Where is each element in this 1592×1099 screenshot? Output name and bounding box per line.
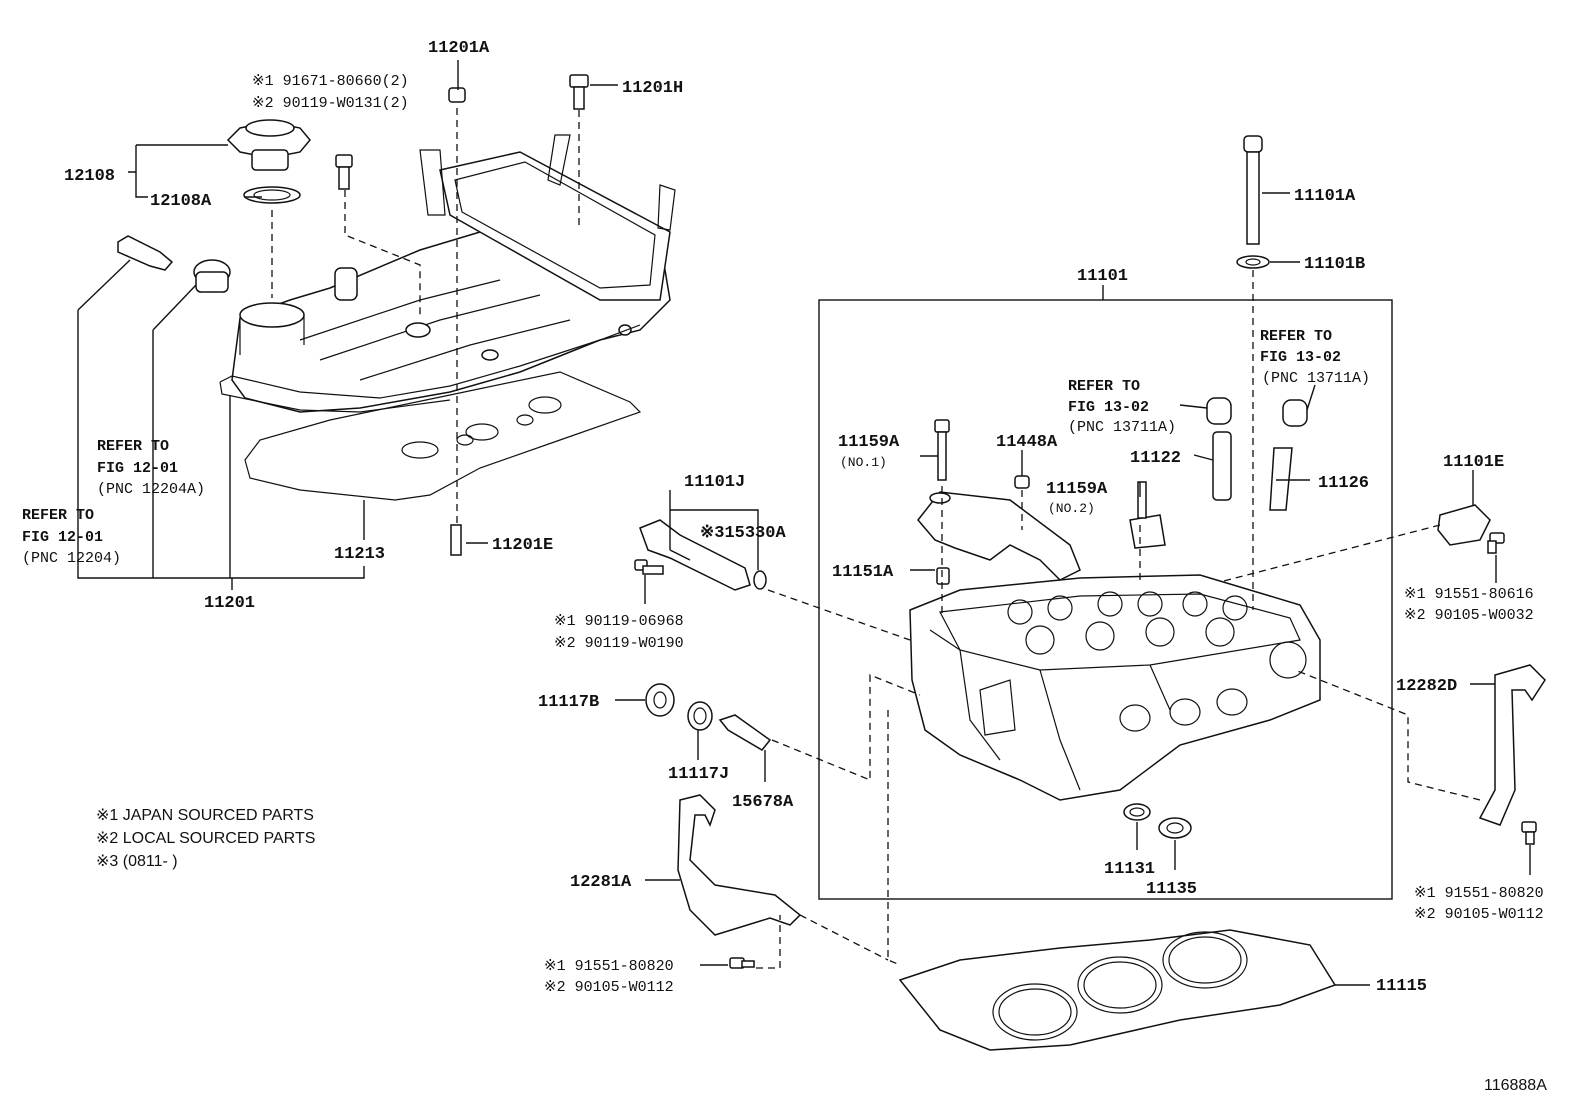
- label-11115: 11115: [1376, 977, 1427, 996]
- ref-d-line1: REFER TO: [1260, 328, 1332, 345]
- label-15678A: 15678A: [732, 793, 794, 812]
- label-12108: 12108: [64, 167, 115, 186]
- label-11159A-no1: 11159A: [838, 433, 900, 452]
- note-japan-sourced: ※1 JAPAN SOURCED PARTS: [96, 807, 314, 824]
- ref-c-line1: REFER TO: [1068, 378, 1140, 395]
- ref-a-line3: (PNC 12204A): [97, 481, 205, 498]
- plug-union-drawing: [645, 683, 772, 751]
- label-11101: 11101: [1077, 267, 1128, 286]
- label-11201A: 11201A: [428, 39, 490, 58]
- ref-b-line3: (PNC 12204): [22, 550, 121, 567]
- note-date-range: ※3 (0811- ): [96, 853, 178, 870]
- head-bolt-drawing: [1236, 135, 1270, 269]
- label-11126: 11126: [1318, 474, 1369, 493]
- pcv-valve-drawing: [117, 235, 231, 293]
- oil-control-valve-drawing: [634, 519, 767, 591]
- label-90105-W0032: ※2 90105-W0032: [1404, 607, 1534, 624]
- valve-guides-drawing: [1206, 397, 1308, 511]
- label-no1: (NO.1): [840, 455, 887, 470]
- label-11213: 11213: [334, 545, 385, 564]
- label-90119-W0131: ※2 90119-W0131(2): [252, 95, 409, 112]
- label-11101A: 11101A: [1294, 187, 1356, 206]
- label-11101B: 11101B: [1304, 255, 1365, 274]
- seals-drawing: [1123, 803, 1192, 839]
- ref-b-line2: FIG 12-01: [22, 529, 103, 546]
- label-11159A-no2: 11159A: [1046, 480, 1108, 499]
- dashed-lines: [271, 108, 1481, 969]
- label-11201E: 11201E: [492, 536, 553, 555]
- ref-a-line1: REFER TO: [97, 438, 169, 455]
- head-gasket-drawing: [898, 929, 1337, 1051]
- label-11117B: 11117B: [538, 693, 599, 712]
- label-91551-80616: ※1 91551-80616: [1404, 586, 1534, 603]
- label-11101J: 11101J: [684, 473, 745, 492]
- label-90105-W0112-right: ※2 90105-W0112: [1414, 906, 1544, 923]
- label-90119-06968: ※1 90119-06968: [554, 613, 684, 630]
- label-11448A: 11448A: [996, 433, 1058, 452]
- figure-id: 116888A: [1484, 1077, 1547, 1094]
- label-15330A: ※315330A: [700, 524, 786, 543]
- part-labels: 11201A ※1 91671-80660(2) ※2 90119-W0131(…: [22, 39, 1547, 1094]
- label-11101E: 11101E: [1443, 453, 1504, 472]
- valve-cover-gasket-drawing: [244, 371, 642, 501]
- label-no2: (NO.2): [1048, 501, 1095, 516]
- ref-a-line2: FIG 12-01: [97, 460, 178, 477]
- note-local-sourced: ※2 LOCAL SOURCED PARTS: [96, 830, 315, 847]
- oil-filler-cap-drawing: [226, 119, 311, 204]
- ref-c-line3: (PNC 13711A): [1068, 419, 1176, 436]
- label-12282D: 12282D: [1396, 677, 1457, 696]
- label-12281A: 12281A: [570, 873, 632, 892]
- ref-b-line1: REFER TO: [22, 507, 94, 524]
- ref-c-line2: FIG 13-02: [1068, 399, 1149, 416]
- engine-hanger-right-drawing: [1478, 664, 1546, 845]
- label-91551-80820-bottom: ※1 91551-80820: [544, 958, 674, 975]
- valve-cover-drawing: [219, 134, 676, 413]
- label-91671-80660: ※1 91671-80660(2): [252, 73, 409, 90]
- cover-bolts-drawing: [335, 74, 589, 556]
- label-90105-W0112-bottom: ※2 90105-W0112: [544, 979, 674, 996]
- label-11201H: 11201H: [622, 79, 683, 98]
- ref-d-line3: (PNC 13711A): [1262, 370, 1370, 387]
- ref-d-line2: FIG 13-02: [1260, 349, 1341, 366]
- bearing-caps-drawing: [917, 419, 1166, 585]
- label-11122: 11122: [1130, 449, 1181, 468]
- label-91551-80820-right: ※1 91551-80820: [1414, 885, 1544, 902]
- label-11135: 11135: [1146, 880, 1197, 899]
- label-11201: 11201: [204, 594, 255, 613]
- sensor-drawing: [1437, 504, 1505, 554]
- label-12108A: 12108A: [150, 192, 212, 211]
- engine-hanger-left-drawing: [677, 794, 802, 969]
- label-11131: 11131: [1104, 860, 1155, 879]
- leader-lines: [77, 60, 1531, 986]
- cylinder-head-drawing: [909, 574, 1321, 801]
- label-90119-W0190: ※2 90119-W0190: [554, 635, 684, 652]
- label-11151A: 11151A: [832, 563, 894, 582]
- label-11117J: 11117J: [668, 765, 729, 784]
